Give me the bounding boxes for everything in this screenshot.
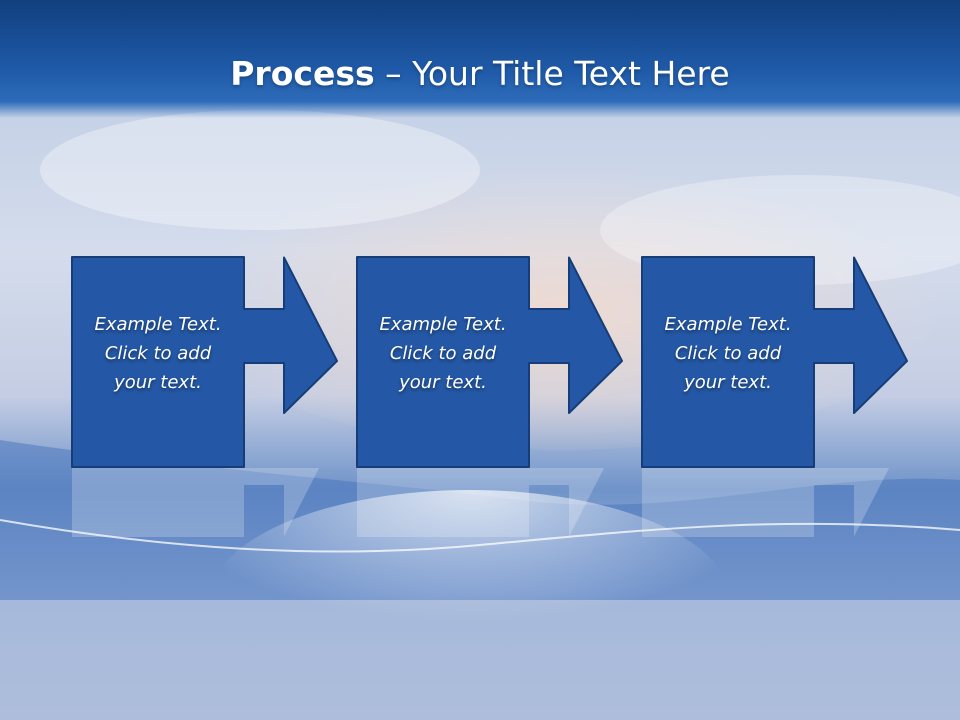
step-3-text[interactable]: Example Text. Click to add your text. — [664, 314, 792, 393]
process-step-3[interactable]: Example Text. Click to add your text. — [641, 256, 921, 537]
step-1-text[interactable]: Example Text. Click to add your text. — [94, 314, 222, 393]
process-step-1[interactable]: Example Text. Click to add your text. — [71, 256, 351, 537]
process-step-2[interactable]: Example Text. Click to add your text. — [356, 256, 636, 537]
step-3-shape — [641, 256, 908, 468]
title-rest: – Your Title Text Here — [374, 54, 730, 93]
step-2-shape — [356, 256, 623, 468]
step-2-text[interactable]: Example Text. Click to add your text. — [379, 314, 507, 393]
title-bold: Process — [230, 54, 375, 93]
step-1-shape — [71, 256, 338, 468]
title-band — [0, 0, 960, 118]
slide-title[interactable]: Process – Your Title Text Here — [0, 52, 960, 96]
